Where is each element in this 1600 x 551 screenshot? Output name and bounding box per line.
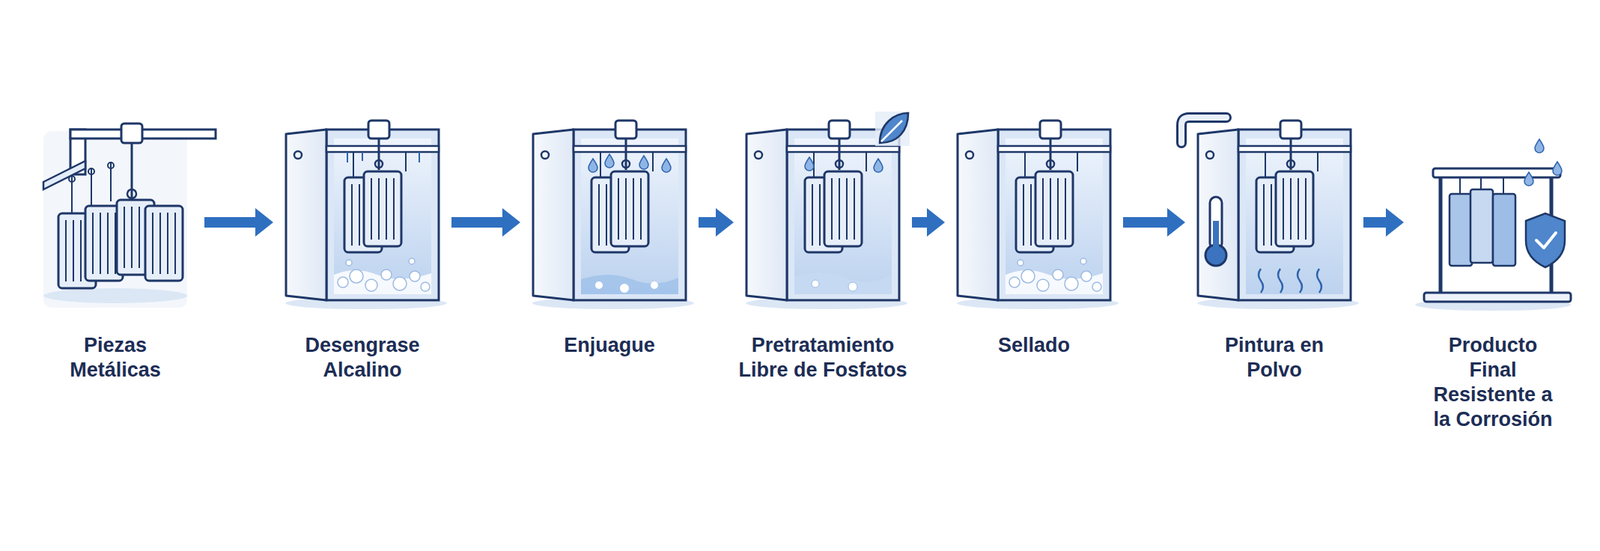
flow-arrow (1363, 208, 1404, 237)
stage-box: Desengrase Alcalino (280, 116, 445, 311)
stage-box: Sellado (951, 116, 1117, 311)
stage-label: Enjuague (534, 333, 685, 358)
stage-label: Piezas Metálicas (62, 333, 168, 383)
stage-label: Desengrase Alcalino (294, 333, 430, 383)
stage-box: Piezas Metálicas (32, 116, 198, 311)
flow-arrow (911, 208, 945, 237)
stage-label: Pintura en Polvo (1218, 333, 1331, 383)
flow-arrow (451, 208, 521, 237)
stage-label: Producto Final Resistente a la Corrosión (1426, 333, 1560, 433)
stage-box: Producto Final Resistente a la Corrosión (1410, 116, 1576, 311)
flow-arrow (698, 208, 734, 237)
flow-arrow (1123, 208, 1186, 237)
stage-box: Enjuague (527, 116, 692, 311)
stage-box: Pretratamiento Libre de Fosfatos (740, 116, 906, 311)
stage-label: Sellado (959, 333, 1109, 358)
stage-label: Pretratamiento Libre de Fosfatos (736, 333, 909, 383)
stage-box: Pintura en Polvo (1191, 116, 1357, 311)
flow-arrow (204, 208, 274, 237)
